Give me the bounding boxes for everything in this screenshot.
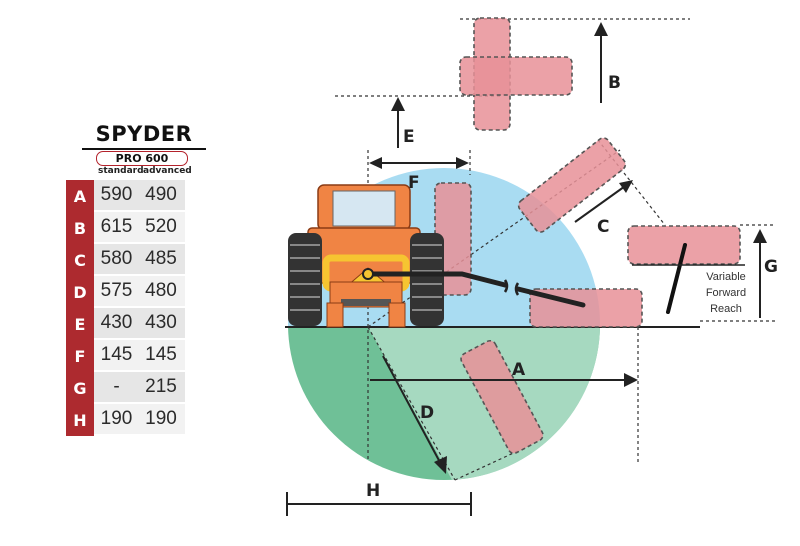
reach-note-line-3: Reach [710,303,742,315]
table-row: F 145 145 [66,340,185,372]
tire-tread [290,244,442,311]
value-advanced: 430 [145,312,177,333]
tractor-leg-right [388,302,406,328]
table-row: D 575 480 [66,276,185,308]
tractor-tire-right [410,233,444,326]
tractor-tire-left [288,233,322,326]
dimension-arrows [286,22,767,516]
value-advanced: 145 [145,344,177,365]
value-standard: - [113,376,120,397]
dimension-d-arrow [382,355,443,467]
table-row: C 580 485 [66,244,185,276]
label-f: F [408,173,420,193]
mower-deck-horizontal-top [459,56,573,96]
column-header-standard: standard [98,166,144,176]
value-standard: 190 [100,408,133,429]
brand-title: SPYDER [95,122,193,146]
label-e: E [403,127,415,147]
brand-underline [82,148,206,150]
table-row: B 615 520 [66,212,185,244]
boom-arm [365,271,586,308]
table-row: H 190 190 [66,404,185,436]
label-a: A [512,360,526,380]
row-letter: D [66,276,94,308]
value-standard: 580 [100,248,133,269]
tractor-window [332,190,396,227]
table-row: E 430 430 [66,308,185,340]
value-standard: 145 [100,344,133,365]
label-g: G [764,257,778,277]
label-c: C [597,217,609,237]
value-advanced: 480 [145,280,177,301]
label-b: B [608,73,621,93]
label-d: D [420,403,434,423]
model-badge: PRO 600 [96,151,188,166]
row-letter: B [66,212,94,244]
mower-deck-angled-down [460,339,544,455]
boom-joint [503,279,520,296]
row-letter: C [66,244,94,276]
value-standard: 575 [100,280,133,301]
value-advanced: 490 [145,184,177,205]
boom-pivot [362,268,374,280]
reach-note-line-1: Variable [706,271,746,283]
value-standard: 590 [100,184,133,205]
row-letter: F [66,340,94,372]
row-letter: H [66,404,94,436]
value-standard: 615 [100,216,133,237]
label-h: H [366,481,380,501]
reach-indicator [666,243,687,314]
row-letter: G [66,372,94,404]
reach-note-line-2: Forward [706,287,746,299]
tractor-bumper [341,299,391,306]
table-row: G - 215 [66,372,185,404]
value-standard: 430 [100,312,133,333]
mower-deck-angled-up [517,137,627,233]
row-letter: A [66,180,94,212]
value-advanced: 190 [145,408,177,429]
row-letter: E [66,308,94,340]
tractor [288,184,444,328]
value-advanced: 215 [145,376,177,397]
dimension-c-arrow [574,183,629,223]
spec-table: A 590 490 B 615 520 C 580 485 D 575 480 E 43… [66,180,185,436]
value-advanced: 485 [145,248,177,269]
table-row: A 590 490 [66,180,185,212]
value-advanced: 520 [145,216,177,237]
column-header-advanced: advanced [143,166,192,176]
tractor-leg-left [326,302,344,328]
